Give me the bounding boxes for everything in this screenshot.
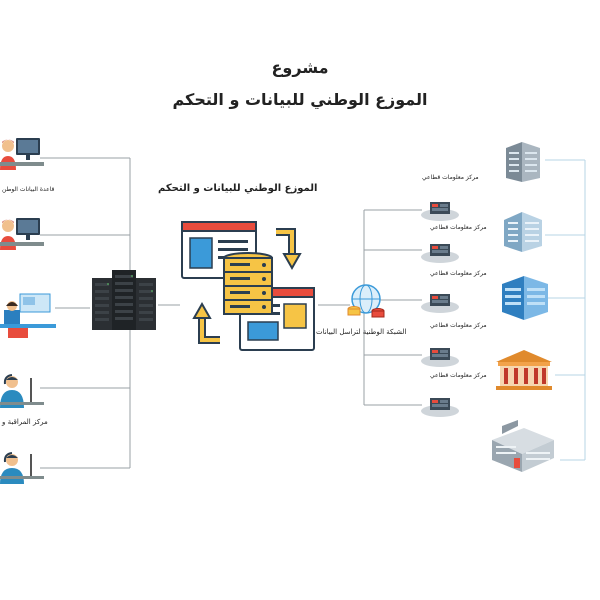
institution-building-icon — [496, 350, 552, 390]
info-center-label: مركز معلومات قطاعي — [430, 224, 487, 231]
monitoring-operator-icon — [0, 374, 44, 408]
city-building-icon — [492, 420, 554, 472]
operator-icon — [0, 138, 44, 170]
data-center-icon — [421, 398, 459, 417]
glass-building-icon — [502, 276, 548, 320]
network-label: الشبكة الوطنية لتراسل البيانات — [316, 328, 407, 336]
network-globe-icon — [347, 284, 385, 318]
center-label: الموزع الوطني للبيانات و التحكم — [158, 183, 318, 194]
info-center-label: مركز معلومات قطاعي — [430, 372, 487, 379]
workstation-icon — [0, 293, 56, 338]
title-line-2: الموزع الوطني للبيانات و التحكم — [172, 90, 428, 109]
monitoring-label: مركز المراقبة و — [2, 418, 48, 426]
server-rack-icon — [92, 270, 156, 330]
database-label: قاعدة البيانات الوطن — [2, 186, 55, 193]
operator-icon — [0, 218, 44, 250]
info-center-label: مركز معلومات قطاعي — [430, 270, 487, 277]
data-center-icon — [421, 202, 459, 221]
data-distributor-icon — [181, 221, 315, 351]
monitoring-operator-icon — [0, 452, 44, 484]
title-line-1: مشروع — [271, 58, 329, 77]
office-building-icon — [504, 212, 542, 252]
info-center-label: مركز معلومات قطاعي — [430, 322, 487, 329]
office-tower-icon — [506, 142, 540, 182]
data-center-icon — [421, 348, 459, 367]
info-center-label: مركز معلومات قطاعي — [422, 174, 479, 181]
data-center-icon — [421, 294, 459, 313]
data-center-icon — [421, 244, 459, 263]
